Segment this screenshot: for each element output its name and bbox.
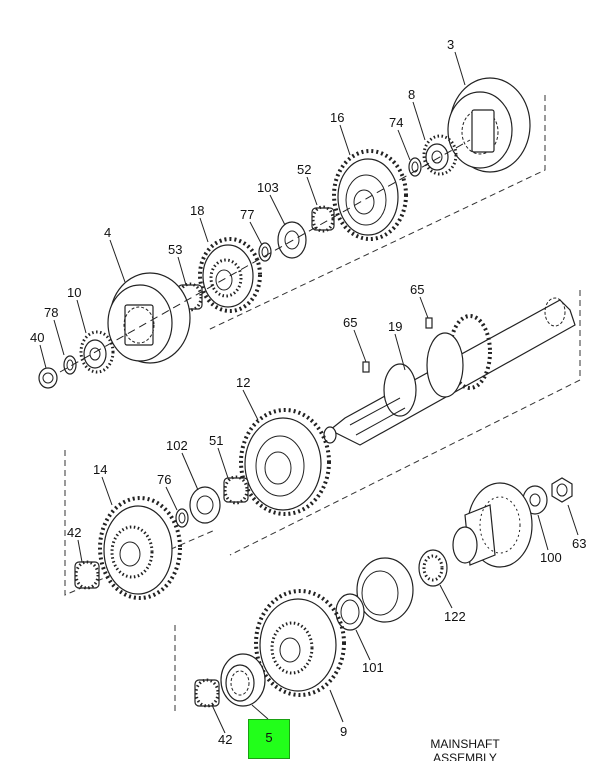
caption-line-1: MAINSHAFT: [430, 737, 500, 751]
part-76-ring: [175, 508, 189, 528]
callout-4: 4: [104, 225, 111, 240]
part-52-bearing: [311, 205, 335, 233]
callout-103: 103: [257, 180, 279, 195]
callout-9: 9: [340, 724, 347, 739]
callout-18: 18: [190, 203, 204, 218]
part-42-bearing-upper: [74, 560, 100, 590]
leader-lines: [39, 51, 579, 734]
part-3-housing: [447, 77, 531, 173]
part-65-pin-right: [425, 317, 433, 329]
callout-14: 14: [93, 462, 107, 477]
part-65-pin-left: [362, 361, 370, 373]
callout-101: 101: [362, 660, 384, 675]
part-flange: [452, 482, 533, 568]
part-102-washer: [189, 486, 221, 524]
callout-77: 77: [240, 207, 254, 222]
part-63-nut: [551, 477, 573, 503]
callout-labels: 3 8 16 74 52 103 77 18 4 53 10 78 40 65 …: [30, 37, 586, 747]
part-74-ring: [408, 157, 422, 177]
callout-53: 53: [168, 242, 182, 257]
part-12-gear: [239, 408, 331, 516]
part-8-gear: [422, 134, 458, 176]
callout-10: 10: [67, 285, 81, 300]
callout-16: 16: [330, 110, 344, 125]
diagram-caption: MAINSHAFT ASSEMBLY: [420, 737, 510, 761]
callout-19: 19: [388, 319, 402, 334]
callout-78: 78: [44, 305, 58, 320]
part-18-gear: [198, 237, 262, 313]
part-40-bearing: [38, 367, 58, 389]
callout-51: 51: [209, 433, 223, 448]
callout-63: 63: [572, 536, 586, 551]
part-103-washer: [277, 221, 307, 259]
part-10-gear: [79, 330, 115, 374]
highlight-label: 5: [265, 730, 273, 745]
callout-65-right: 65: [410, 282, 424, 297]
callout-12: 12: [236, 375, 250, 390]
part-16-gear: [332, 149, 408, 241]
part-14-gear: [98, 496, 182, 600]
callout-52: 52: [297, 162, 311, 177]
callout-100: 100: [540, 550, 562, 565]
part-101-ring: [335, 593, 365, 631]
part-42-bearing-lower: [194, 678, 220, 708]
callout-102: 102: [166, 438, 188, 453]
callout-65-left: 65: [343, 315, 357, 330]
part-51-bearing: [223, 475, 249, 505]
callout-42-lower: 42: [218, 732, 232, 747]
part-5-synchronizer: [220, 653, 266, 707]
callout-74: 74: [389, 115, 403, 130]
callout-8: 8: [408, 87, 415, 102]
callout-40: 40: [30, 330, 44, 345]
caption-line-2: ASSEMBLY: [433, 751, 497, 761]
part-bearing-cup: [356, 557, 414, 623]
callout-3: 3: [447, 37, 454, 52]
part-9-gear: [254, 589, 346, 697]
part-19-mainshaft: [323, 297, 576, 446]
highlight-callout-5[interactable]: 5: [248, 719, 290, 759]
callout-76: 76: [157, 472, 171, 487]
part-77-ring: [258, 242, 272, 262]
callout-42-upper: 42: [67, 525, 81, 540]
centerline-row1: [59, 139, 471, 373]
part-78-ring: [63, 355, 77, 375]
part-122-seal: [418, 549, 448, 587]
part-4-housing: [107, 272, 191, 364]
callout-122: 122: [444, 609, 466, 624]
